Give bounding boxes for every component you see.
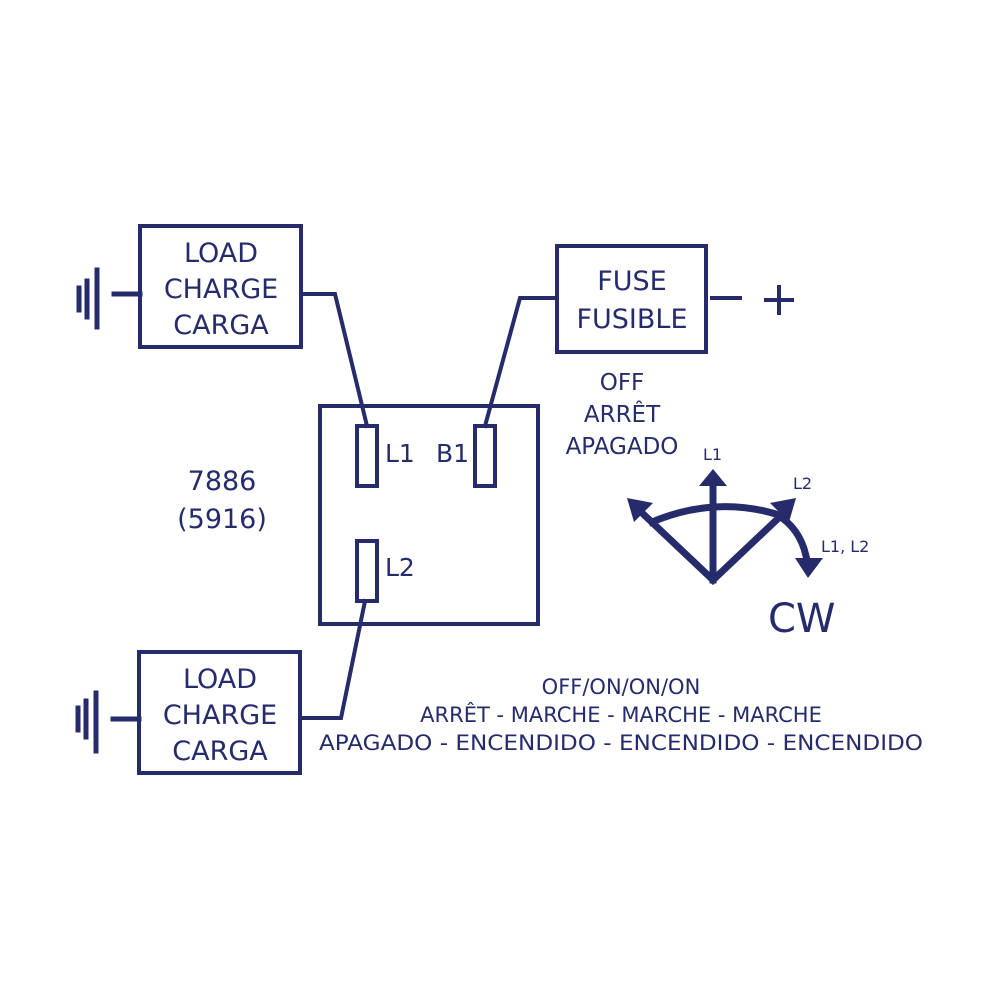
rotation-direction: CW <box>768 596 835 642</box>
wire-b1-to-fuse <box>482 296 559 429</box>
rotation-diagram: L1 L2 L1, L2 CW <box>627 445 869 642</box>
load-top-line-2: CHARGE <box>164 274 278 305</box>
terminal-l1 <box>355 424 379 488</box>
part-number: 7886 <box>188 466 257 497</box>
rotation-label-l1l2: L1, L2 <box>821 537 869 556</box>
sequence-line-2: ARRÊT - MARCHE - MARCHE - MARCHE <box>420 702 822 727</box>
off-label-line-3: APAGADO <box>566 434 679 460</box>
load-bottom-line-3: CARGA <box>172 736 268 767</box>
load-box-bottom: LOAD CHARGE CARGA <box>137 650 302 775</box>
switch-body: L1 B1 L2 <box>318 404 540 626</box>
part-number-alternate: (5916) <box>177 504 267 535</box>
terminal-l2 <box>355 539 379 603</box>
sequence-line-3: APAGADO - ENCENDIDO - ENCENDIDO - ENCEND… <box>319 731 923 755</box>
arrow-off-icon <box>627 498 653 522</box>
arrow-l1l2-icon <box>795 558 823 578</box>
rotation-label-l2: L2 <box>793 474 812 493</box>
fuse-line-1: FUSE <box>597 266 667 297</box>
terminal-b1 <box>473 424 497 488</box>
arrow-l1-icon <box>699 469 727 486</box>
rotation-label-l1: L1 <box>703 445 722 464</box>
rotation-arc <box>647 503 811 561</box>
wire-load-top-to-l1 <box>299 292 370 429</box>
plus-sign-icon <box>764 285 794 315</box>
arrow-l2-icon <box>770 498 796 522</box>
load-bottom-line-2: CHARGE <box>163 700 277 731</box>
fuse-box: FUSE FUSIBLE <box>555 244 708 354</box>
terminal-b1-label: B1 <box>436 439 469 468</box>
sequence-line-1: OFF/ON/ON/ON <box>542 675 701 699</box>
ground-icon-top <box>76 267 143 330</box>
fuse-line-2: FUSIBLE <box>576 304 687 335</box>
load-bottom-line-1: LOAD <box>183 664 257 695</box>
load-top-line-1: LOAD <box>184 238 258 269</box>
off-label-line-1: OFF <box>600 370 645 396</box>
load-box-top: LOAD CHARGE CARGA <box>138 224 303 349</box>
off-label-line-2: ARRÊT <box>584 400 661 428</box>
wire-l2-to-load-bottom <box>299 598 368 720</box>
terminal-l1-label: L1 <box>385 439 415 468</box>
terminal-l2-label: L2 <box>385 553 415 582</box>
load-top-line-3: CARGA <box>173 310 269 341</box>
ground-icon-bottom <box>75 690 142 754</box>
